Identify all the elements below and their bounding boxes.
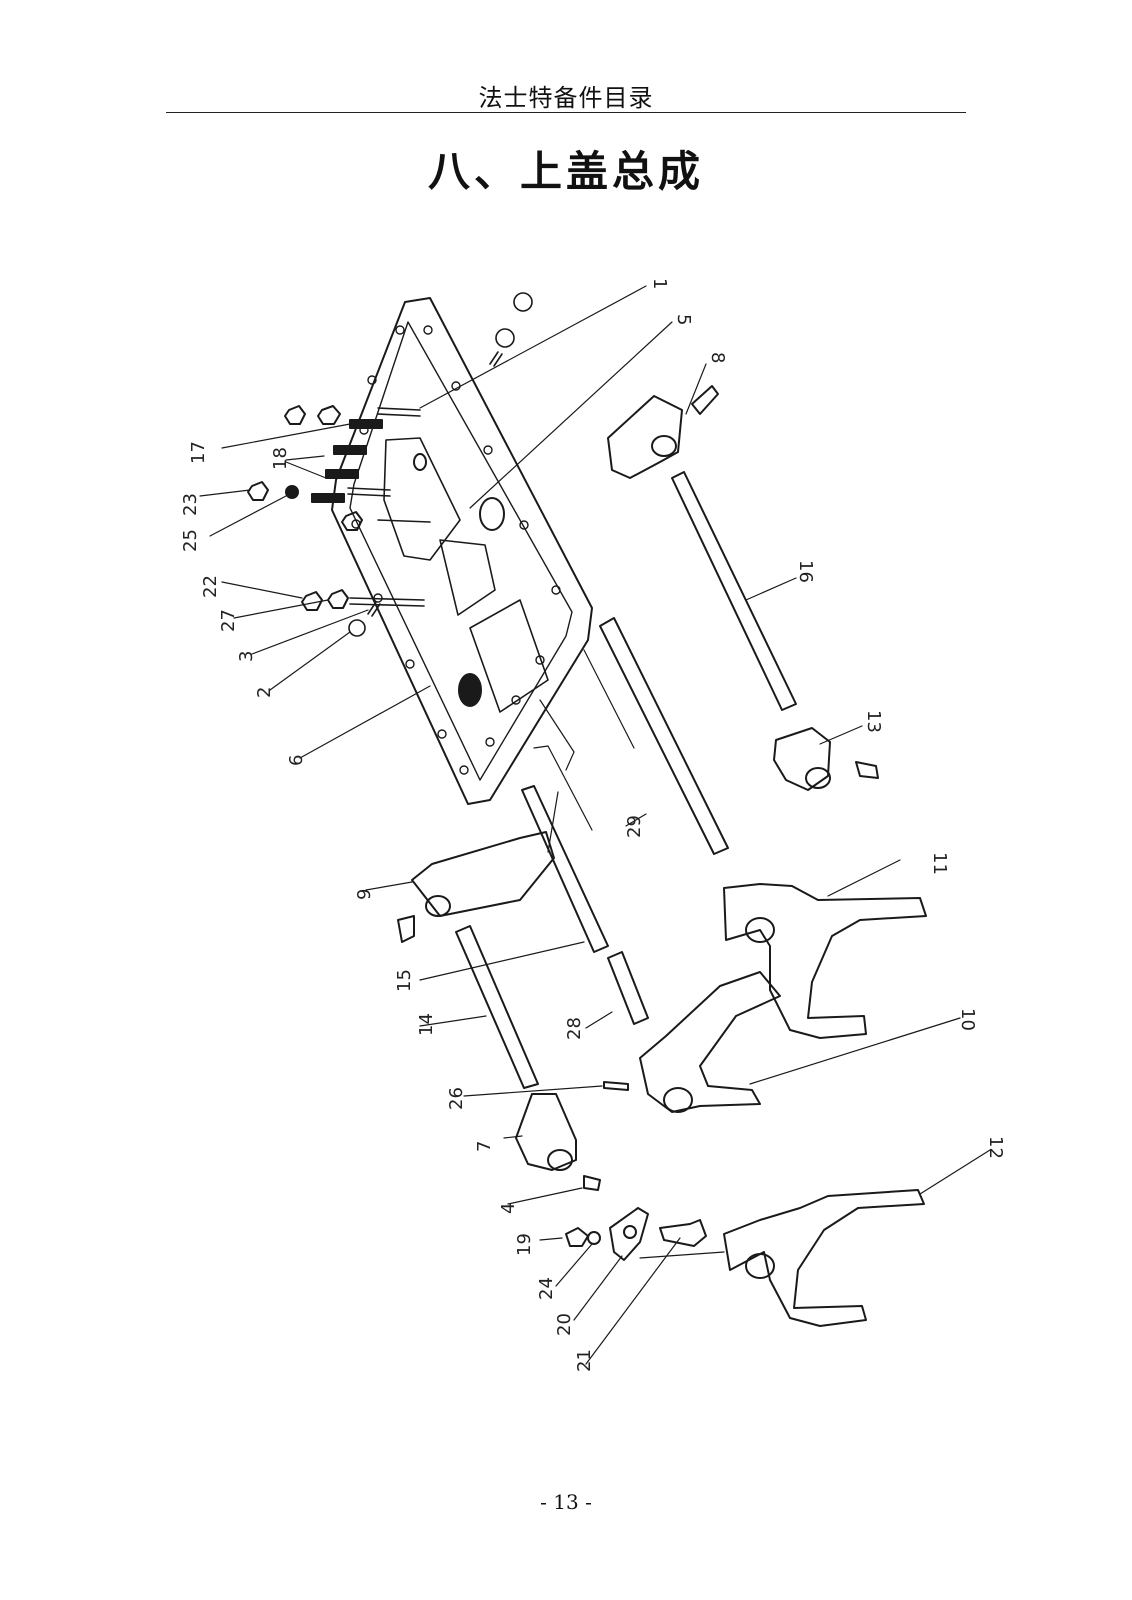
callout-5: 5 bbox=[673, 314, 694, 325]
callout-26: 26 bbox=[446, 1087, 467, 1110]
callout-9: 9 bbox=[354, 889, 375, 900]
callout-29: 29 bbox=[624, 815, 645, 838]
shift-fork-9-assembly bbox=[397, 785, 609, 1089]
callout-25: 25 bbox=[180, 529, 201, 552]
o-rings bbox=[348, 292, 533, 637]
section-title: 八、上盖总成 bbox=[427, 147, 704, 196]
callout-24: 24 bbox=[536, 1277, 557, 1300]
callout-11: 11 bbox=[929, 852, 950, 875]
callout-10: 10 bbox=[957, 1008, 978, 1031]
callout-17: 17 bbox=[188, 441, 209, 464]
callout-14: 14 bbox=[416, 1013, 437, 1036]
top-cover-plate bbox=[331, 297, 593, 805]
callout-13: 13 bbox=[863, 710, 884, 733]
plate-bolt-holes bbox=[351, 325, 561, 775]
header-divider bbox=[166, 112, 966, 113]
callout-labels: 1 5 8 16 13 17 18 23 25 22 27 3 2 6 29 1… bbox=[180, 278, 1006, 1372]
shift-fork-12-assembly bbox=[565, 1189, 925, 1327]
callout-28: 28 bbox=[564, 1017, 585, 1040]
leader-lines bbox=[199, 285, 991, 1365]
callout-19: 19 bbox=[514, 1233, 535, 1256]
callout-15: 15 bbox=[394, 969, 415, 992]
callout-2: 2 bbox=[254, 687, 275, 698]
page-number: - 13 - bbox=[540, 1490, 592, 1514]
callout-20: 20 bbox=[554, 1313, 575, 1336]
callout-22: 22 bbox=[200, 575, 221, 598]
callout-12: 12 bbox=[985, 1136, 1006, 1159]
callout-4: 4 bbox=[498, 1203, 519, 1214]
interlock-block-7 bbox=[515, 1093, 601, 1191]
catalog-header-title: 法士特备件目录 bbox=[478, 84, 654, 112]
callout-23: 23 bbox=[180, 493, 201, 516]
shift-fork-11 bbox=[723, 883, 927, 1039]
callout-27: 27 bbox=[218, 609, 239, 632]
shift-fork-10-assembly bbox=[603, 951, 781, 1113]
callout-16: 16 bbox=[795, 560, 816, 583]
callout-18: 18 bbox=[270, 447, 291, 470]
callout-6: 6 bbox=[286, 755, 307, 766]
callout-7: 7 bbox=[474, 1141, 495, 1152]
shift-rail-29 bbox=[599, 617, 729, 855]
dowel-pins bbox=[367, 351, 503, 617]
callout-1: 1 bbox=[649, 278, 670, 289]
shift-rail-16-assembly bbox=[607, 385, 879, 791]
studs-and-nuts bbox=[247, 405, 431, 611]
callout-3: 3 bbox=[236, 651, 257, 662]
callout-8: 8 bbox=[707, 352, 728, 363]
callout-21: 21 bbox=[574, 1349, 595, 1372]
